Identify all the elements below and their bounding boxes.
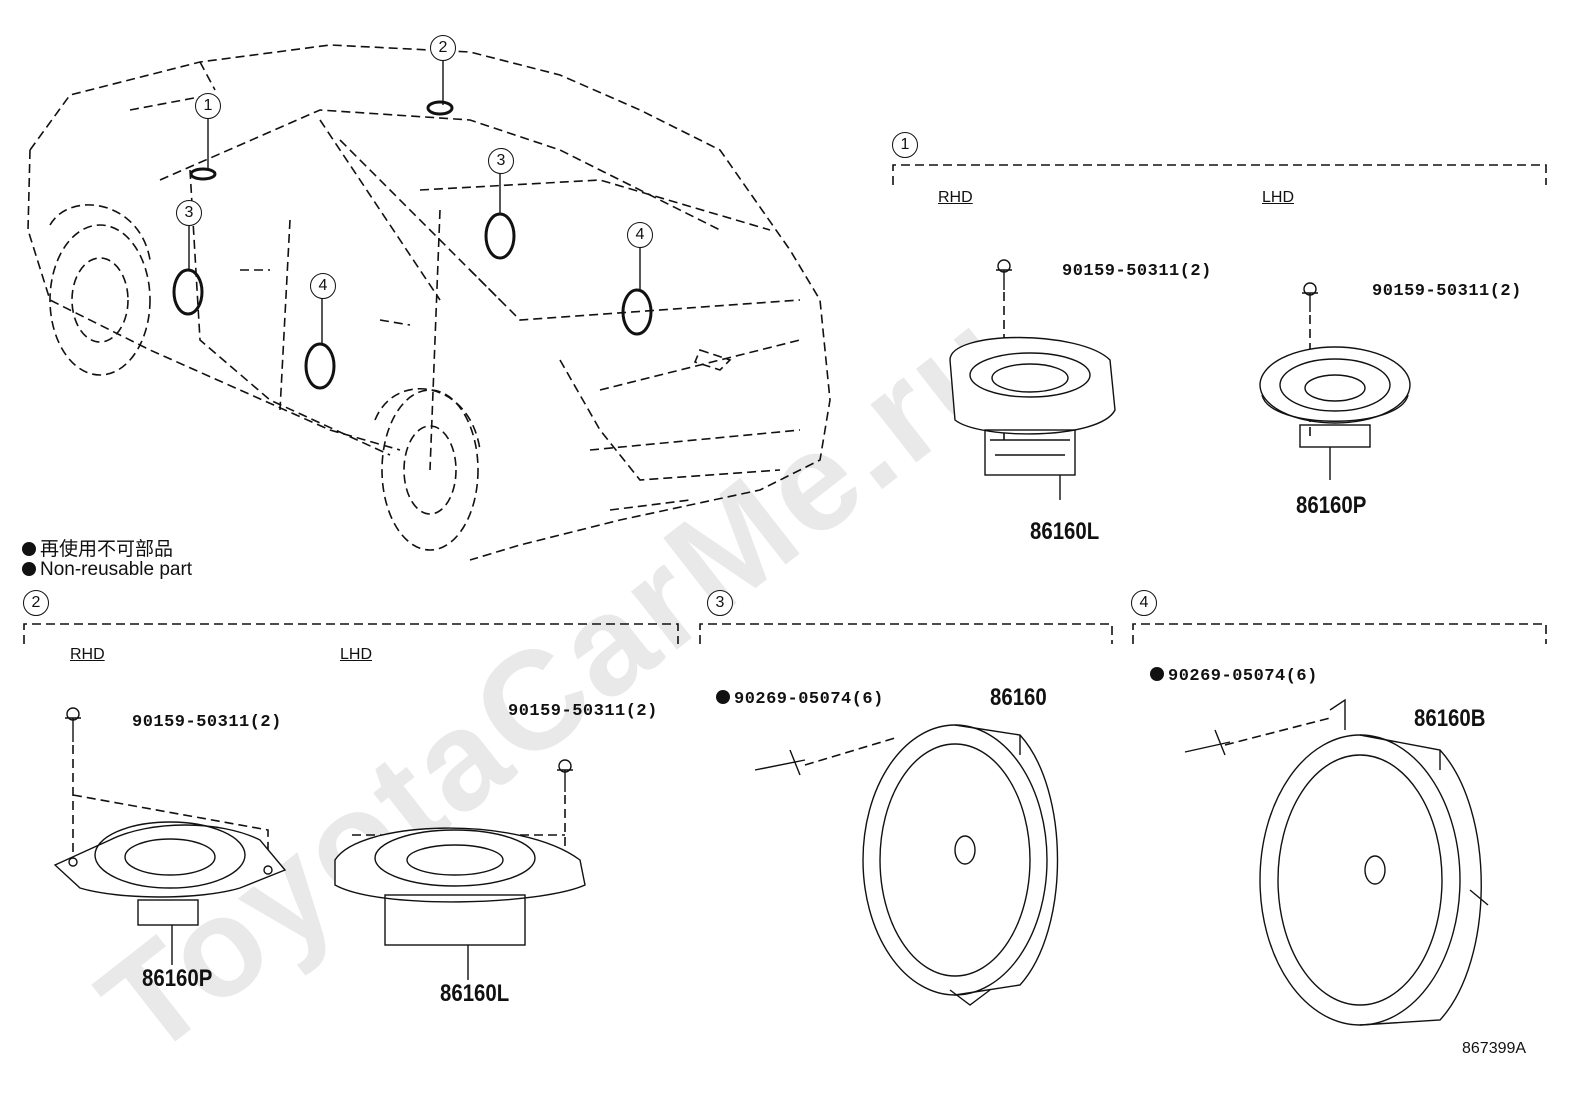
part-number: 86160 bbox=[990, 684, 1047, 711]
bullet-icon bbox=[22, 542, 36, 556]
legend-jp: 再使用不可部品 bbox=[22, 534, 173, 561]
car-callout: 3 bbox=[488, 148, 514, 174]
speaker-86160 bbox=[754, 724, 1059, 1006]
car-callout: 1 bbox=[195, 93, 221, 119]
vehicle-illustration bbox=[27, 44, 831, 561]
legend-en: Non-reusable part bbox=[22, 559, 192, 581]
speaker-86160P-s2 bbox=[53, 707, 287, 965]
section-number: 4 bbox=[1131, 590, 1157, 616]
bolt-part-number: 90159-50311(2) bbox=[1062, 262, 1212, 281]
part-number: 86160P bbox=[142, 965, 213, 992]
part-number: 86160B bbox=[1414, 705, 1486, 732]
bullet-icon bbox=[22, 562, 36, 576]
rhd-heading: RHD bbox=[938, 189, 973, 206]
bolt-part-number: 90159-50311(2) bbox=[508, 702, 658, 721]
part-number: 86160P bbox=[1296, 492, 1367, 519]
speaker-86160B bbox=[1184, 698, 1489, 1026]
car-callout: 4 bbox=[627, 222, 653, 248]
car-callout: 2 bbox=[430, 35, 456, 61]
car-callout: 4 bbox=[310, 273, 336, 299]
non-reusable-icon bbox=[1150, 667, 1164, 681]
car-callout: 3 bbox=[176, 200, 202, 226]
section-number: 3 bbox=[707, 590, 733, 616]
speaker-86160P-s1 bbox=[1259, 282, 1411, 480]
rivet-part-number: 90269-05074(6) bbox=[1150, 667, 1318, 686]
bolt-part-number: 90159-50311(2) bbox=[1372, 282, 1522, 301]
lhd-heading: LHD bbox=[1262, 189, 1295, 206]
bolt-part-number: 90159-50311(2) bbox=[132, 713, 282, 732]
non-reusable-icon bbox=[716, 690, 730, 704]
rivet-part-number: 90269-05074(6) bbox=[716, 690, 884, 709]
part-number: 86160L bbox=[1030, 518, 1100, 545]
speaker-86160L-s1 bbox=[949, 259, 1116, 500]
part-number: 86160L bbox=[440, 980, 510, 1007]
diagram-id: 867399A bbox=[1462, 1040, 1527, 1057]
speaker-86160L-s2 bbox=[334, 759, 586, 980]
section-number: 1 bbox=[892, 132, 918, 158]
section-number: 2 bbox=[23, 590, 49, 616]
rhd-heading: RHD bbox=[70, 646, 105, 663]
lhd-heading: LHD bbox=[340, 646, 373, 663]
